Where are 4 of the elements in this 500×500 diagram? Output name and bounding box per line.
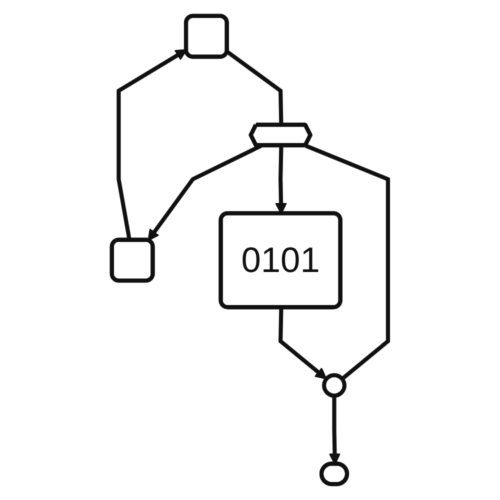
arrow	[278, 308, 327, 380]
connector	[305, 144, 390, 381]
node-circle	[322, 373, 347, 398]
arrow	[148, 144, 262, 242]
